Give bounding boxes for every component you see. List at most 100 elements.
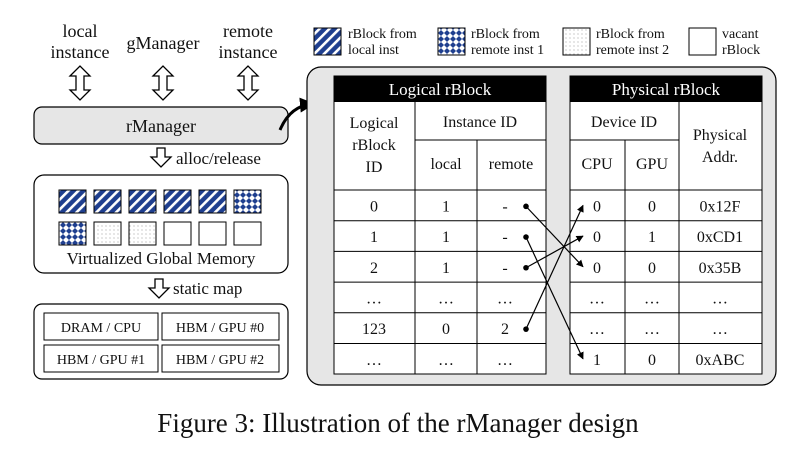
logical-cell-id: 2 [370, 260, 378, 277]
gmanager-label: gManager [127, 33, 200, 53]
instance-id-header: Instance ID [443, 114, 517, 131]
physical-cell-gpu: 0 [648, 260, 656, 277]
legend-remote1-swatch [437, 27, 466, 56]
double-arrow-icon [68, 65, 92, 101]
physical-cell-cpu: 0 [593, 260, 601, 277]
legend-remote1-label-2: remote inst 1 [471, 43, 544, 58]
local-instance-label: local [63, 21, 98, 41]
physical-cell-cpu: 0 [593, 198, 601, 215]
gpu-column-header: GPU [636, 156, 668, 173]
physical-table-title: Physical rBlock [612, 80, 721, 99]
physical-cell-addr: 0x35B [699, 260, 742, 277]
legend-local-label-2: local inst [348, 43, 399, 58]
rblock-remote1 [58, 221, 87, 246]
physical-cell-gpu: 0 [648, 352, 656, 369]
logical-cell-id: 0 [370, 198, 378, 215]
legend-local-label: rBlock from [348, 27, 417, 42]
mapping-dot [523, 326, 529, 332]
device-dram-cpu [43, 312, 159, 341]
rblock-local [128, 189, 157, 214]
physical-cell-addr: … [712, 321, 728, 338]
device-hbm-gpu1 [43, 344, 159, 373]
mapping-arrow [525, 204, 584, 330]
logical-cell-local: 1 [442, 198, 450, 215]
rblock-remote2 [93, 221, 122, 246]
physical-cell-gpu: … [644, 290, 660, 307]
rmanager-label: rManager [126, 116, 196, 136]
mapping-arrow [525, 236, 584, 360]
legend-vacant-label-2: rBlock [722, 43, 760, 58]
logical-cell-id: … [366, 352, 382, 369]
legend-remote2-label: rBlock from [596, 27, 665, 42]
logical-cell-id: 1 [370, 229, 378, 246]
logical-id-header: Logical [350, 115, 399, 132]
device-hbm-gpu2-label: HBM / GPU #2 [176, 353, 264, 368]
device-id-header: Device ID [591, 114, 657, 131]
logical-id-header-3: ID [366, 159, 383, 176]
local-instance-label-2: instance [51, 42, 110, 62]
mapping-arrow [525, 235, 584, 269]
legend-remote1-label: rBlock from [471, 27, 540, 42]
double-arrow-icon [151, 65, 175, 101]
rblock-local [198, 189, 227, 214]
local-column-header: local [430, 156, 462, 173]
mapping-arrows [523, 203, 584, 360]
device-hbm-gpu0-label: HBM / GPU #0 [176, 321, 264, 336]
rmanager-diagram: local instance gManager remote instance … [33, 21, 777, 386]
logical-cell-local: … [438, 290, 454, 307]
physical-cell-addr: 0xCD1 [697, 229, 743, 246]
logical-id-header-2: rBlock [352, 137, 396, 154]
physical-addr-header-2: Addr. [702, 149, 738, 166]
static-map-label: static map [173, 279, 242, 298]
logical-cell-remote: - [502, 198, 507, 215]
logical-cell-remote: … [497, 352, 513, 369]
mapping-arrow [525, 205, 584, 268]
physical-cell-gpu: 0 [648, 198, 656, 215]
physical-cell-cpu: … [589, 321, 605, 338]
physical-cell-addr: 0x12F [700, 198, 741, 215]
device-hbm-gpu1-label: HBM / GPU #1 [57, 353, 145, 368]
logical-table-title: Logical rBlock [389, 80, 492, 99]
rblock-vacant [163, 221, 192, 246]
logical-cell-id: … [366, 290, 382, 307]
physical-cell-addr: 0xABC [696, 352, 745, 369]
logical-cell-id: 123 [362, 321, 386, 338]
device-hbm-gpu0 [161, 312, 280, 341]
legend-remote2-swatch [562, 27, 591, 56]
physical-cell-addr: … [712, 290, 728, 307]
figure-caption: Figure 3: Illustration of the rManager d… [157, 408, 639, 438]
rblock-vacant [233, 221, 262, 246]
remote-instance-label: remote [223, 21, 273, 41]
rblock-local [58, 189, 87, 214]
physical-cell-gpu: … [644, 321, 660, 338]
remote-column-header: remote [489, 156, 533, 173]
physical-rblock-table: Physical rBlock Device ID CPU GPU Physic… [569, 75, 763, 375]
logical-cell-remote: 2 [501, 321, 509, 338]
legend-remote2-label-2: remote inst 2 [596, 43, 669, 58]
physical-cell-cpu: 0 [593, 229, 601, 246]
down-arrow-icon [149, 147, 173, 168]
down-arrow-icon [147, 278, 171, 299]
device-hbm-gpu2 [161, 344, 280, 373]
logical-cell-remote: … [497, 290, 513, 307]
physical-table-title-bar [570, 76, 762, 102]
logical-cell-remote: - [502, 260, 507, 277]
physical-cell-gpu: 1 [648, 229, 656, 246]
logical-rblock-table: Logical rBlock Logical rBlock ID Instanc… [333, 75, 547, 375]
rblock-vacant [198, 221, 227, 246]
virtual-memory-label: Virtualized Global Memory [67, 249, 256, 268]
legend-vacant-label: vacant [722, 27, 759, 42]
logical-table-title-bar [334, 76, 546, 102]
alloc-release-label: alloc/release [176, 149, 261, 168]
cpu-column-header: CPU [581, 156, 613, 173]
logical-cell-local: 0 [442, 321, 450, 338]
remote-instance-label-2: instance [219, 42, 278, 62]
rblock-remote1 [233, 189, 262, 214]
legend-local-swatch [313, 27, 342, 56]
logical-cell-local: … [438, 352, 454, 369]
rblock-remote2 [128, 221, 157, 246]
logical-cell-remote: - [502, 229, 507, 246]
double-arrow-icon [236, 65, 260, 101]
